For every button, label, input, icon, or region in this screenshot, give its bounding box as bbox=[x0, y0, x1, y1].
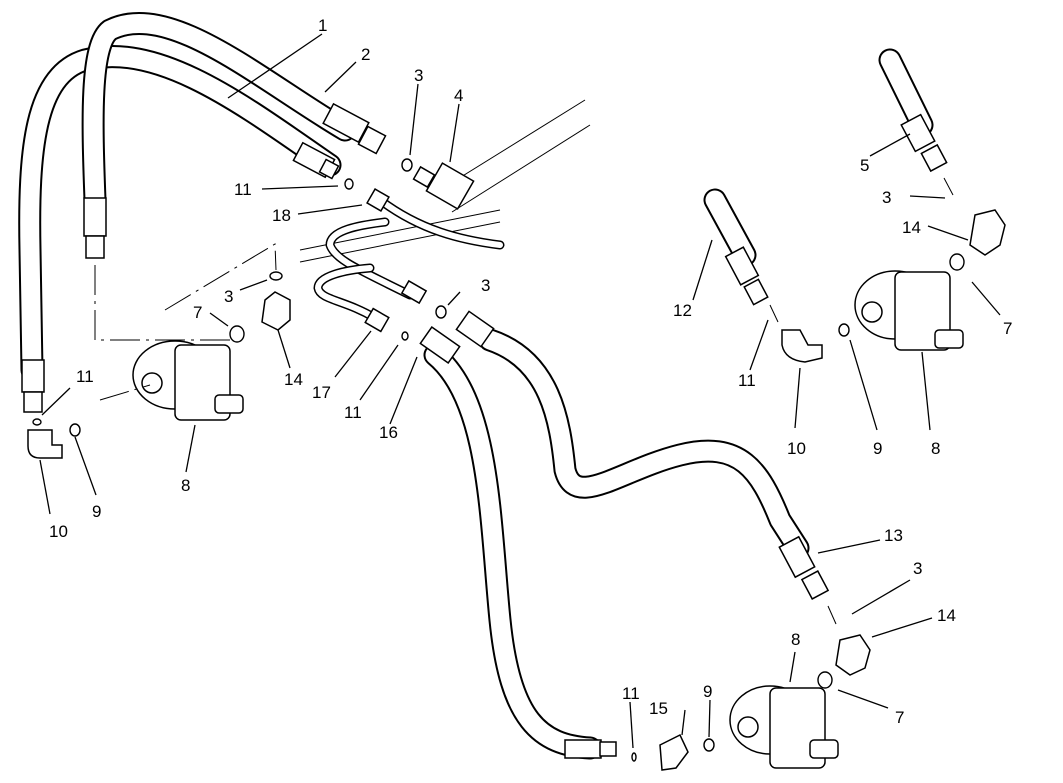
callout-1: 1 bbox=[318, 16, 327, 35]
callout-11: 11 bbox=[234, 180, 252, 199]
callout-8: 8 bbox=[931, 439, 940, 458]
callout-10: 10 bbox=[49, 522, 68, 541]
callout-8: 8 bbox=[791, 630, 800, 649]
callout-18: 18 bbox=[272, 206, 291, 225]
callout-14: 14 bbox=[284, 370, 303, 389]
callout-5: 5 bbox=[860, 156, 869, 175]
elbows bbox=[27, 209, 1006, 771]
callout-11: 11 bbox=[76, 367, 94, 386]
callout-11: 11 bbox=[344, 403, 362, 422]
leader-lines bbox=[39, 33, 1001, 749]
callout-14: 14 bbox=[902, 218, 921, 237]
callout-2: 2 bbox=[361, 45, 370, 64]
callout-3: 3 bbox=[913, 559, 922, 578]
callout-labels: 1 2 3 4 11 18 3 7 14 3 17 11 16 11 10 9 … bbox=[49, 16, 1012, 727]
callout-4: 4 bbox=[454, 86, 463, 105]
callout-13: 13 bbox=[884, 526, 903, 545]
tube-18 bbox=[325, 195, 505, 300]
callout-3: 3 bbox=[224, 287, 233, 306]
motor-8-right bbox=[854, 270, 964, 351]
callout-12: 12 bbox=[673, 301, 692, 320]
tube-17 bbox=[313, 263, 380, 323]
callout-11: 11 bbox=[622, 684, 640, 703]
callout-9: 9 bbox=[92, 502, 101, 521]
hose-fittings bbox=[21, 102, 948, 759]
hose-16 bbox=[423, 343, 602, 760]
callout-7: 7 bbox=[895, 708, 904, 727]
callout-3: 3 bbox=[414, 66, 423, 85]
callout-7: 7 bbox=[1003, 319, 1012, 338]
motor-8-bottom bbox=[729, 685, 839, 769]
hose-5 bbox=[878, 48, 934, 137]
callout-8: 8 bbox=[181, 476, 190, 495]
hose-1 bbox=[18, 45, 342, 382]
callout-16: 16 bbox=[379, 423, 398, 442]
hose-13 bbox=[478, 328, 810, 560]
callout-3: 3 bbox=[481, 276, 490, 295]
callout-9: 9 bbox=[703, 682, 712, 701]
o-rings bbox=[32, 158, 965, 762]
callout-14: 14 bbox=[937, 606, 956, 625]
callout-7: 7 bbox=[193, 303, 202, 322]
callout-15: 15 bbox=[649, 699, 668, 718]
callout-17: 17 bbox=[312, 383, 331, 402]
tee-block-4 bbox=[412, 162, 475, 210]
hose-12 bbox=[703, 188, 757, 267]
alignment-lines bbox=[94, 177, 954, 625]
motor-8-left bbox=[132, 340, 244, 421]
hose-2 bbox=[81, 12, 357, 212]
callout-3: 3 bbox=[882, 188, 891, 207]
callout-11: 11 bbox=[738, 371, 756, 390]
callout-9: 9 bbox=[873, 439, 882, 458]
callout-10: 10 bbox=[787, 439, 806, 458]
